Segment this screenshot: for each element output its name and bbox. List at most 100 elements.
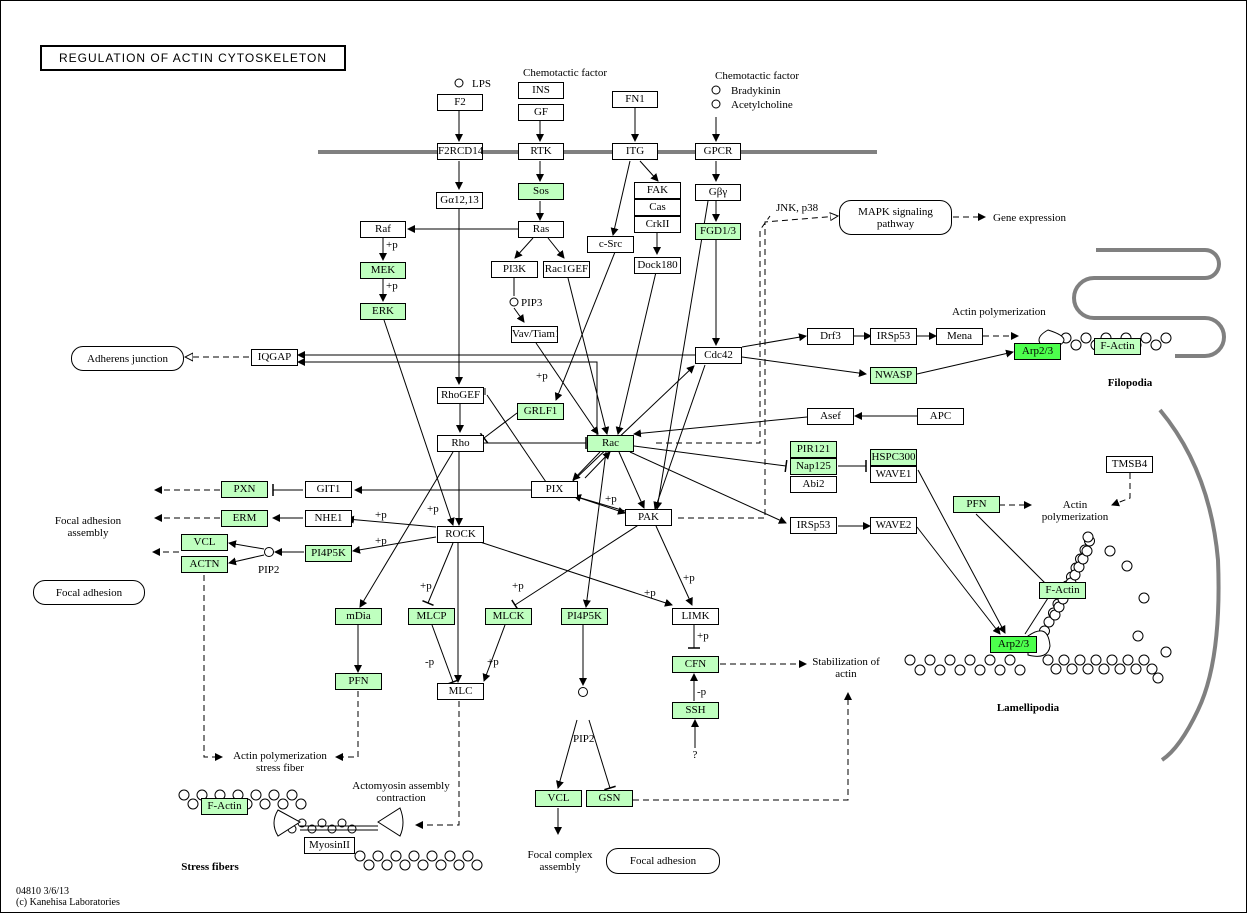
phospho-label: +p bbox=[375, 535, 387, 547]
node-fak[interactable]: FAK bbox=[634, 182, 681, 199]
phospho-label: +p bbox=[420, 580, 432, 592]
node-nwasp[interactable]: NWASP bbox=[870, 367, 917, 384]
node-git1[interactable]: GIT1 bbox=[305, 481, 352, 498]
node-tmsb4[interactable]: TMSB4 bbox=[1106, 456, 1153, 473]
actin-bead bbox=[372, 850, 384, 862]
node-mlcp[interactable]: MLCP bbox=[408, 608, 455, 625]
node-f2[interactable]: F2 bbox=[437, 94, 483, 111]
actin-bead bbox=[934, 664, 946, 676]
node-pi3k[interactable]: PI3K bbox=[491, 261, 538, 278]
node-ssh[interactable]: SSH bbox=[672, 702, 719, 719]
node-iqgap[interactable]: IQGAP bbox=[251, 349, 298, 366]
node-erk[interactable]: ERK bbox=[360, 303, 406, 320]
node-raf[interactable]: Raf bbox=[360, 221, 406, 238]
phospho-label: +p bbox=[536, 370, 548, 382]
node-myosinii[interactable]: MyosinII bbox=[304, 837, 355, 854]
actin-bead bbox=[327, 824, 337, 834]
node-cas[interactable]: Cas bbox=[634, 199, 681, 216]
node-asef[interactable]: Asef bbox=[807, 408, 854, 425]
node-crkii[interactable]: CrkII bbox=[634, 216, 681, 233]
node-factin-lamellipodia[interactable]: F-Actin bbox=[1039, 582, 1086, 599]
node-factin-stress[interactable]: F-Actin bbox=[201, 798, 248, 815]
node-cfn[interactable]: CFN bbox=[672, 656, 719, 673]
node-rho[interactable]: Rho bbox=[437, 435, 484, 452]
node-nhe1[interactable]: NHE1 bbox=[305, 510, 352, 527]
node-ras[interactable]: Ras bbox=[518, 221, 564, 238]
actin-bead bbox=[1160, 646, 1172, 658]
node-vcl-bottom[interactable]: VCL bbox=[535, 790, 582, 807]
actin-bead bbox=[954, 664, 966, 676]
node-sos[interactable]: Sos bbox=[518, 183, 564, 200]
node-erm[interactable]: ERM bbox=[221, 510, 268, 527]
node-fgd13[interactable]: FGD1/3 bbox=[695, 223, 741, 240]
label-focal-complex-assembly: Focal complex assembly bbox=[527, 849, 593, 873]
node-dock180[interactable]: Dock180 bbox=[634, 257, 681, 274]
node-grlf1[interactable]: GRLF1 bbox=[517, 403, 564, 420]
node-mlck[interactable]: MLCK bbox=[485, 608, 532, 625]
node-gsn[interactable]: GSN bbox=[586, 790, 633, 807]
node-pir121[interactable]: PIR121 bbox=[790, 441, 837, 458]
node-pak[interactable]: PAK bbox=[625, 509, 672, 526]
node-rac1gef[interactable]: Rac1GEF bbox=[543, 261, 590, 278]
label-lamellipodia: Lamellipodia bbox=[996, 702, 1060, 714]
label-stress-fibers: Stress fibers bbox=[181, 861, 239, 873]
node-rock[interactable]: ROCK bbox=[437, 526, 484, 543]
node-pi4p5k-left[interactable]: PI4P5K bbox=[305, 545, 352, 562]
node-drf3[interactable]: Drf3 bbox=[807, 328, 854, 345]
node-arp23-lamellipodia[interactable]: Arp2/3 bbox=[990, 636, 1037, 653]
node-gf[interactable]: GF bbox=[518, 104, 564, 121]
node-itg[interactable]: ITG bbox=[612, 143, 658, 160]
node-vcl-left[interactable]: VCL bbox=[181, 534, 228, 551]
node-vavtiam1[interactable]: Vav/Tiam1 bbox=[511, 326, 558, 343]
phospho-label: +p bbox=[375, 509, 387, 521]
node-nap125[interactable]: Nap125 bbox=[790, 458, 837, 475]
node-csrc[interactable]: c-Src bbox=[587, 236, 634, 253]
node-wave2[interactable]: WAVE2 bbox=[870, 517, 917, 534]
label-jnk-p38: JNK, p38 bbox=[776, 202, 819, 214]
node-wave1[interactable]: WAVE1 bbox=[870, 466, 917, 483]
node-irsp53-mid[interactable]: IRSp53 bbox=[790, 517, 837, 534]
actin-bead bbox=[1121, 560, 1133, 572]
focal-adhesion-link-bottom[interactable]: Focal adhesion bbox=[606, 848, 720, 874]
focal-adhesion-link-left[interactable]: Focal adhesion bbox=[33, 580, 145, 605]
actin-bead bbox=[453, 859, 465, 871]
node-arp23-filopodia[interactable]: Arp2/3 bbox=[1014, 343, 1061, 360]
label-filopodia: Filopodia bbox=[1107, 377, 1153, 389]
actin-bead bbox=[964, 654, 976, 666]
actin-bead bbox=[178, 789, 190, 801]
mapk-pathway-link[interactable]: MAPK signaling pathway bbox=[839, 200, 952, 235]
node-apc[interactable]: APC bbox=[917, 408, 964, 425]
node-ins[interactable]: INS bbox=[518, 82, 564, 99]
node-hspc300[interactable]: HSPC300 bbox=[870, 449, 917, 466]
node-pxn[interactable]: PXN bbox=[221, 481, 268, 498]
node-irsp53-top[interactable]: IRSp53 bbox=[870, 328, 917, 345]
node-mlc[interactable]: MLC bbox=[437, 683, 484, 700]
node-gpcr[interactable]: GPCR bbox=[695, 143, 741, 160]
node-fn1[interactable]: FN1 bbox=[612, 91, 658, 108]
actin-bead bbox=[924, 654, 936, 666]
node-cdc42[interactable]: Cdc42 bbox=[695, 347, 742, 364]
node-f2rcd14[interactable]: F2RCD14 bbox=[437, 143, 483, 160]
node-mena[interactable]: Mena bbox=[936, 328, 983, 345]
node-pfn-left[interactable]: PFN bbox=[335, 673, 382, 690]
label-lps: LPS bbox=[472, 78, 491, 90]
node-rhogef[interactable]: RhoGEF bbox=[437, 387, 484, 404]
node-pi4p5k-mid[interactable]: PI4P5K bbox=[561, 608, 608, 625]
adherens-junction-link[interactable]: Adherens junction bbox=[71, 346, 184, 371]
node-pix[interactable]: PIX bbox=[531, 481, 578, 498]
node-ga1213[interactable]: Gα12,13 bbox=[436, 192, 483, 209]
actin-bead bbox=[250, 789, 262, 801]
node-actn[interactable]: ACTN bbox=[181, 556, 228, 573]
node-abi2[interactable]: Abi2 bbox=[790, 476, 837, 493]
node-pfn-right[interactable]: PFN bbox=[953, 496, 1000, 513]
node-limk[interactable]: LIMK bbox=[672, 608, 719, 625]
actin-bead bbox=[317, 818, 327, 828]
node-mdia[interactable]: mDia bbox=[335, 608, 382, 625]
node-rtk[interactable]: RTK bbox=[518, 143, 564, 160]
actin-bead bbox=[347, 824, 357, 834]
node-mek[interactable]: MEK bbox=[360, 262, 406, 279]
node-factin-filopodia[interactable]: F-Actin bbox=[1094, 338, 1141, 355]
node-gby[interactable]: Gβγ bbox=[695, 184, 741, 201]
node-rac[interactable]: Rac bbox=[587, 435, 634, 452]
